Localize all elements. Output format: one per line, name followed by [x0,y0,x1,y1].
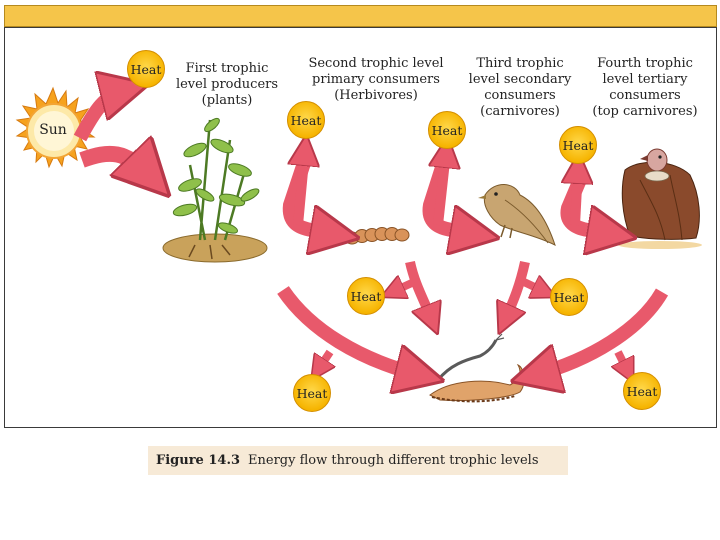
top-banner-bar [4,5,717,27]
heat-badge-decomposer-left: Heat [293,374,331,412]
heat-badge-herbivores: Heat [428,111,466,149]
trophic-level-1-label: First trophic level producers (plants) [175,61,279,108]
heat-badge-decomposer-right: Heat [623,372,661,410]
vulture-illustration [618,148,702,249]
heat-label: Heat [290,112,322,128]
figure-caption: Figure 14.3 Energy flow through differen… [148,446,568,475]
bird-illustration [478,184,556,246]
plant-illustration [162,117,268,263]
heat-badge-producers: Heat [287,101,325,139]
figure-number: Figure 14.3 [156,453,241,468]
top-carnivore-to-decomposer-arrow [535,288,669,375]
heat-label: Heat [626,383,658,399]
heat-badge-carnivores: Heat [559,126,597,164]
trophic-level-4-label: Fourth trophic level tertiary consumers … [592,56,698,119]
level-heat-arrows [298,150,578,226]
trophic-level-2-label: Second trophic level primary consumers (… [308,56,444,103]
carnivore-to-decomposer-arrow [505,260,545,320]
herbivore-to-decomposer-arrow [392,260,432,320]
figure-caption-text: Energy flow through different trophic le… [248,453,539,468]
caterpillar-illustration [344,227,410,245]
heat-label: Heat [296,385,328,401]
heat-badge-herbivore-decay: Heat [347,277,385,315]
decomposer-heat-arrows [318,349,628,372]
sun-to-heat-arrow [73,90,125,142]
heat-badge-carnivore-decay: Heat [550,278,588,316]
decomposer-illustration [429,333,525,403]
heat-label: Heat [130,61,162,77]
trophic-level-3-label: Third trophic level secondary consumers … [468,56,572,119]
heat-label: Heat [562,137,594,153]
heat-label: Heat [431,122,463,138]
sun-label: Sun [39,122,67,138]
sun-to-plant-arrow [79,154,150,176]
plant-to-decomposer-arrow [277,285,420,375]
heat-label: Heat [350,288,382,304]
heat-label: Heat [553,289,585,305]
heat-badge-sun: Heat [127,50,165,88]
